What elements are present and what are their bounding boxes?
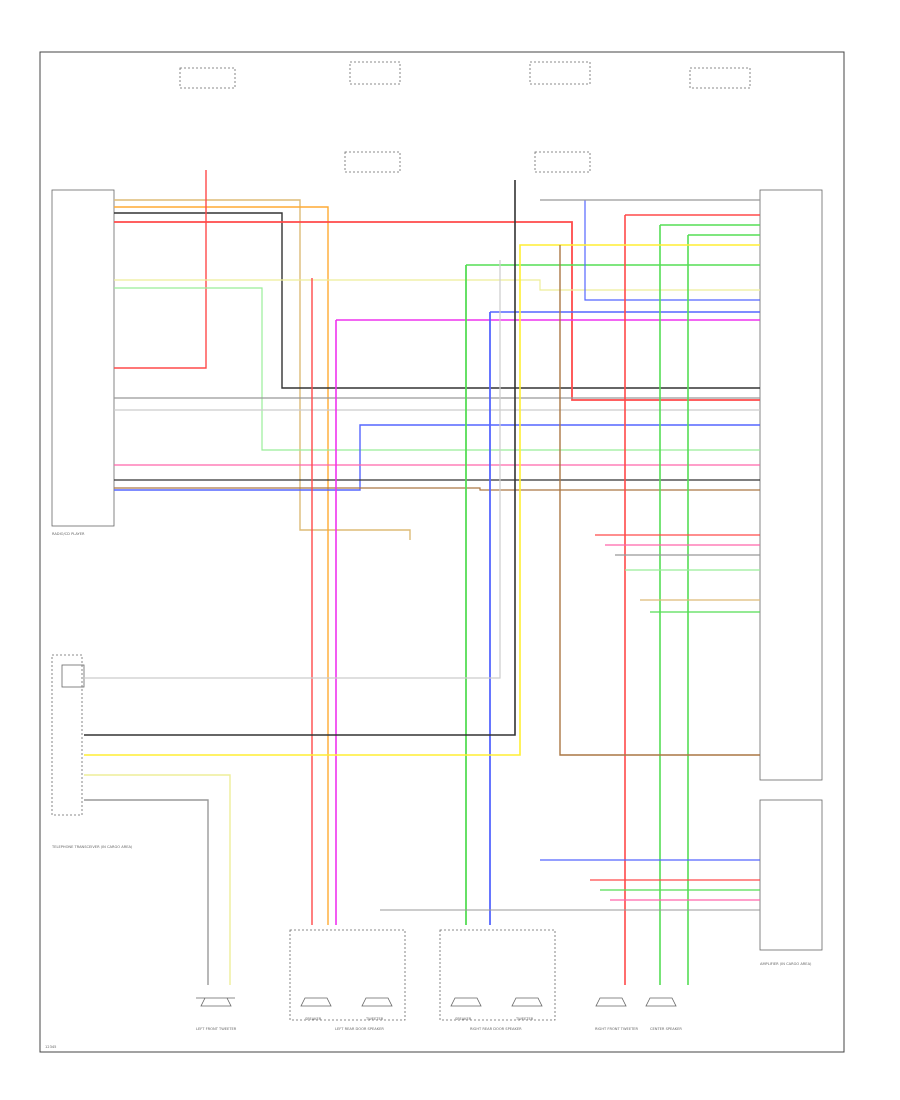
- wire-red-1: [114, 221, 760, 401]
- right-rear-tweeter-sub: TWEETER: [515, 1017, 534, 1021]
- wire-tan: [114, 199, 411, 540]
- wire-tel-ltyellow: [84, 774, 231, 985]
- wire-tel-lightgray: [84, 260, 501, 679]
- right-front-tweeter-label: RIGHT FRONT TWEETER: [595, 1027, 639, 1031]
- amplifier-unit: AMPLIFIER (IN CARGO AREA): [759, 189, 823, 966]
- wire-tel-gray: [84, 799, 209, 985]
- amplifier-label: AMPLIFIER (IN CARGO AREA): [760, 962, 812, 966]
- right-front-tweeter: RIGHT FRONT TWEETER: [595, 997, 639, 1031]
- wire-tel-black: [84, 180, 516, 736]
- radio-unit-label: RADIO/CD PLAYER: [52, 532, 85, 536]
- diagram-frame: [39, 51, 845, 1053]
- left-rear-door-speaker-label: LEFT REAR DOOR SPEAKER: [335, 1027, 384, 1031]
- center-speaker: CENTER SPEAKER: [645, 997, 682, 1031]
- wire-harness: [84, 170, 760, 985]
- center-speaker-label: CENTER SPEAKER: [650, 1027, 682, 1031]
- telephone-transceiver: TELEPHONE TRANSCEIVER (IN CARGO AREA): [51, 654, 133, 849]
- left-rear-door-speaker: SPEAKER TWEETER LEFT REAR DOOR SPEAKER: [289, 929, 406, 1031]
- footer-code: 12345: [45, 1045, 56, 1049]
- wire-blue-top: [584, 200, 760, 301]
- right-rear-door-speaker: SPEAKER TWEETER RIGHT REAR DOOR SPEAKER: [439, 929, 556, 1031]
- left-front-tweeter: LEFT FRONT TWEETER: [196, 997, 237, 1031]
- top-connectors: [179, 61, 751, 173]
- left-front-tweeter-label: LEFT FRONT TWEETER: [196, 1027, 237, 1031]
- radio-unit: RADIO/CD PLAYER: [51, 189, 115, 536]
- right-rear-door-speaker-label: RIGHT REAR DOOR SPEAKER: [470, 1027, 522, 1031]
- wire-orange: [114, 206, 329, 925]
- wire-tel-yellow: [84, 244, 760, 756]
- right-rear-speaker-sub: SPEAKER: [455, 1017, 472, 1021]
- left-rear-tweeter-sub: TWEETER: [365, 1017, 384, 1021]
- wire-brown-amp: [559, 245, 760, 756]
- wire-brown-1: [114, 487, 760, 491]
- telephone-transceiver-label: TELEPHONE TRANSCEIVER (IN CARGO AREA): [51, 845, 133, 849]
- wire-lightgreen-1: [114, 287, 760, 451]
- wire-red-2: [114, 170, 207, 369]
- wire-black-1: [114, 212, 760, 389]
- left-rear-speaker-sub: SPEAKER: [305, 1017, 322, 1021]
- wire-lightyellow-1: [114, 279, 760, 291]
